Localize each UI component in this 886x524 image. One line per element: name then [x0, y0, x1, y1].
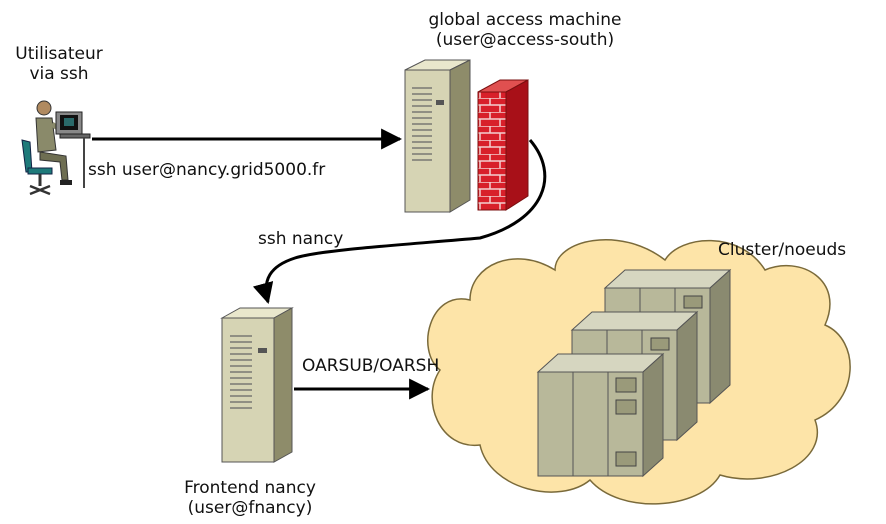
edge-label-ssh-nancy: ssh nancy [258, 229, 344, 249]
user-label-line1: Utilisateur [15, 44, 103, 64]
edge-ssh-nancy [252, 139, 547, 305]
edge-label-oarsub: OARSUB/OARSH [302, 356, 440, 376]
access-machine-label: global access machine (user@access-south… [400, 10, 650, 50]
edge-label-ssh-access: ssh user@nancy.grid5000.fr [88, 160, 326, 180]
cluster-rack-icon [536, 268, 732, 478]
frontend-label: Frontend nancy (user@fnancy) [160, 478, 340, 518]
frontend-server-icon [220, 307, 294, 463]
user-at-computer-icon [21, 100, 91, 196]
access-server-icon [404, 59, 471, 213]
cluster-label: Cluster/noeuds [718, 240, 847, 260]
access-machine-line1: global access machine [428, 10, 622, 30]
frontend-label-line1: Frontend nancy [184, 478, 316, 498]
user-label: Utilisateur via ssh [4, 44, 114, 84]
frontend-label-line2: (user@fnancy) [187, 498, 313, 518]
access-machine-line2: (user@access-south) [435, 30, 615, 50]
user-label-line2: via ssh [29, 64, 89, 84]
firewall-icon [477, 79, 529, 211]
